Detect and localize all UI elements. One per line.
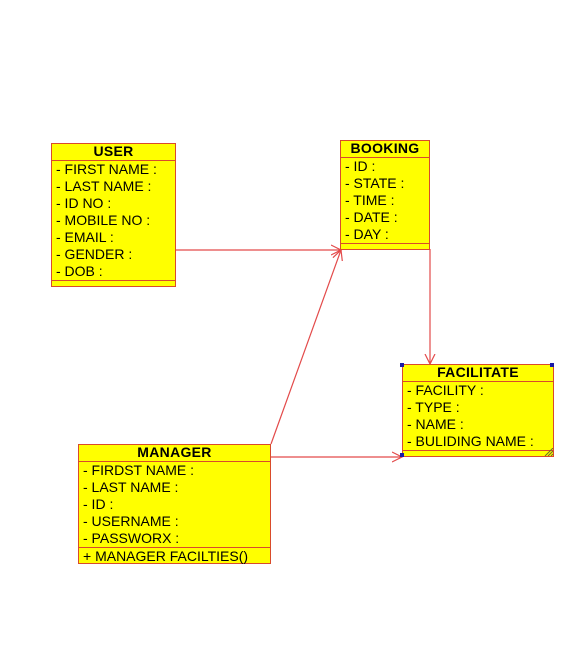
class-booking-title: BOOKING xyxy=(341,141,429,158)
class-facilitate-attributes: - FACILITY : - TYPE : - NAME : - BULIDIN… xyxy=(403,382,553,450)
class-attribute: - EMAIL : xyxy=(56,229,114,245)
class-operation: + MANAGER FACILTIES() xyxy=(83,548,249,564)
class-facilitate-title: FACILITATE xyxy=(403,365,553,382)
class-attribute: - USERNAME : xyxy=(83,513,179,529)
class-booking[interactable]: BOOKING - ID : - STATE : - TIME : - DATE… xyxy=(340,140,430,250)
association-manager-booking[interactable] xyxy=(270,250,341,445)
class-attribute: - GENDER : xyxy=(56,246,133,262)
class-attribute: - ID NO : xyxy=(56,195,112,211)
class-attribute: - FACILITY : xyxy=(407,382,484,398)
class-manager-attributes: - FIRDST NAME : - LAST NAME : - ID : - U… xyxy=(79,462,270,547)
class-attribute: - LAST NAME : xyxy=(83,479,179,495)
class-attribute: - MOBILE NO : xyxy=(56,212,151,228)
class-booking-operations xyxy=(341,243,429,250)
selection-handle-bottom-left[interactable] xyxy=(400,453,404,457)
class-user-attributes: - FIRST NAME : - LAST NAME : - ID NO : -… xyxy=(52,161,175,280)
class-manager-title: MANAGER xyxy=(79,445,270,462)
class-booking-attributes: - ID : - STATE : - TIME : - DATE : - DAY… xyxy=(341,158,429,243)
class-attribute: - DATE : xyxy=(345,209,398,225)
class-attribute: - NAME : xyxy=(407,416,464,432)
class-manager-operations: + MANAGER FACILTIES() xyxy=(79,547,270,564)
class-attribute: - TYPE : xyxy=(407,399,460,415)
class-attribute: - BULIDING NAME : xyxy=(407,433,534,449)
class-user-title: USER xyxy=(52,144,175,161)
class-attribute: - ID : xyxy=(345,158,376,174)
class-attribute: - DOB : xyxy=(56,263,103,279)
class-facilitate-operations xyxy=(403,450,553,457)
class-manager[interactable]: MANAGER - FIRDST NAME : - LAST NAME : - … xyxy=(78,444,271,564)
class-attribute: - FIRDST NAME : xyxy=(83,462,194,478)
class-attribute: - PASSWORX : xyxy=(83,530,180,546)
class-attribute: - FIRST NAME : xyxy=(56,161,157,177)
class-facilitate[interactable]: FACILITATE - FACILITY : - TYPE : - NAME … xyxy=(402,364,554,457)
class-attribute: - LAST NAME : xyxy=(56,178,152,194)
class-user-operations xyxy=(52,280,175,287)
class-attribute: - DAY : xyxy=(345,226,389,242)
resize-grip-icon[interactable] xyxy=(543,448,553,456)
class-user[interactable]: USER - FIRST NAME : - LAST NAME : - ID N… xyxy=(51,143,176,287)
selection-handle-top-left[interactable] xyxy=(400,363,404,367)
class-attribute: - TIME : xyxy=(345,192,395,208)
class-attribute: - ID : xyxy=(83,496,114,512)
class-attribute: - STATE : xyxy=(345,175,405,191)
selection-handle-top-right[interactable] xyxy=(550,363,554,367)
